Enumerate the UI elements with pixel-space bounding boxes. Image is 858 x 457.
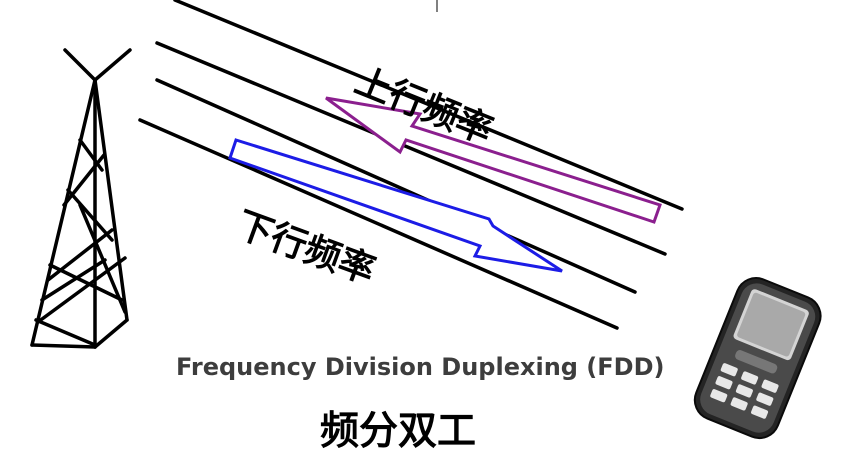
uplink-arrow bbox=[325, 96, 662, 224]
channel-line-4 bbox=[138, 118, 619, 330]
channel-line-3 bbox=[155, 78, 637, 294]
downlink-arrow bbox=[228, 138, 563, 273]
mobile-phone-icon bbox=[693, 277, 822, 440]
fdd-caption: Frequency Division Duplexing (FDD) bbox=[176, 353, 665, 381]
cell-tower-icon bbox=[30, 48, 132, 349]
channel-line-1 bbox=[173, 0, 684, 211]
fdd-chinese-title: 频分双工 bbox=[320, 409, 477, 454]
channel-lines bbox=[138, 0, 684, 330]
channel-line-2 bbox=[155, 41, 667, 256]
